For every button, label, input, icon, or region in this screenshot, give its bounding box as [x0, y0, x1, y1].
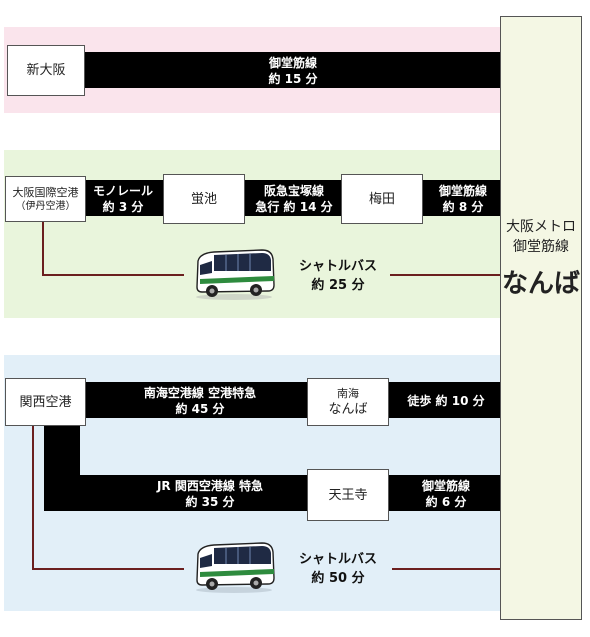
station-umeda[interactable]: 梅田	[341, 174, 423, 224]
station-label: 梅田	[368, 191, 395, 207]
station-kansai-airport[interactable]: 関西空港	[5, 378, 86, 426]
bus-route-line	[390, 274, 502, 276]
bus-route-line	[42, 274, 184, 276]
route-bar-jr	[44, 475, 502, 511]
bus-icon	[196, 249, 275, 300]
bus-route-line	[42, 222, 44, 276]
segment-label: 御堂筋線 約 8 分	[426, 183, 500, 215]
segment-time: 約 6 分	[425, 495, 467, 509]
destination-namba-midosuji[interactable]: 大阪メトロ 御堂筋線 なんば	[500, 16, 582, 620]
station-label: 新大阪	[26, 63, 66, 78]
segment-line: JR 関西空港線 特急	[156, 479, 264, 493]
bus-name: シャトルバス	[298, 552, 377, 567]
segment-line: 御堂筋線	[421, 479, 470, 493]
bus-name: シャトルバス	[298, 259, 377, 274]
segment-label: モノレール 約 3 分	[88, 183, 158, 215]
bus-route-line	[32, 568, 184, 570]
destination-operator: 大阪メトロ	[506, 219, 576, 235]
segment-time: 急行 約 14 分	[255, 200, 333, 214]
segment-line: 阪急宝塚線	[263, 184, 324, 198]
route-bar-midosuji	[84, 52, 502, 88]
station-shin-osaka[interactable]: 新大阪	[7, 45, 85, 96]
segment-time: 約 35 分	[185, 495, 235, 509]
segment-label: 徒歩 約 10 分	[394, 393, 498, 409]
station-sublabel: （伊丹空港）	[15, 200, 76, 212]
segment-line: モノレール	[92, 184, 153, 198]
station-itami-airport[interactable]: 大阪国際空港 （伊丹空港）	[5, 176, 86, 222]
station-nankai-namba[interactable]: 南海 なんば	[307, 378, 389, 426]
route-bar-nankai	[84, 382, 502, 418]
station-label: 天王寺	[328, 487, 368, 503]
bus-icon	[196, 542, 275, 593]
destination-line: 御堂筋線	[513, 239, 569, 255]
segment-line: 御堂筋線	[438, 184, 487, 198]
station-label-top: 南海	[337, 387, 359, 400]
segment-time: 約 3 分	[102, 200, 144, 214]
route-bar-itami	[84, 180, 502, 216]
segment-time: 約 45 分	[175, 402, 225, 416]
bus-route-line	[392, 568, 502, 570]
station-label: なんば	[328, 402, 368, 417]
station-label: 大阪国際空港	[12, 185, 79, 199]
segment-line: 南海空港線 空港特急	[143, 386, 257, 400]
segment-label: 南海空港線 空港特急 約 45 分	[100, 385, 300, 417]
bus-route-line	[32, 420, 34, 570]
segment-label: 御堂筋線 約 15 分	[84, 55, 502, 87]
station-label: 関西空港	[19, 394, 72, 410]
segment-line: 御堂筋線	[268, 56, 317, 70]
bus-time: 約 50 分	[311, 571, 365, 586]
station-label: 蛍池	[190, 191, 217, 207]
destination-station: なんば	[501, 269, 580, 299]
segment-label: 阪急宝塚線 急行 約 14 分	[248, 183, 340, 215]
segment-line: 徒歩 約 10 分	[407, 394, 485, 408]
segment-label: 御堂筋線 約 6 分	[394, 478, 498, 510]
bus-time: 約 25 分	[311, 278, 365, 293]
segment-label: JR 関西空港線 特急 約 35 分	[120, 478, 300, 510]
bus-label: シャトルバス 約 50 分	[288, 550, 388, 588]
segment-time: 約 15 分	[268, 72, 318, 86]
bus-label: シャトルバス 約 25 分	[288, 257, 388, 295]
segment-time: 約 8 分	[442, 200, 484, 214]
station-tennoji[interactable]: 天王寺	[307, 469, 389, 521]
station-hotarugaike[interactable]: 蛍池	[163, 174, 245, 224]
